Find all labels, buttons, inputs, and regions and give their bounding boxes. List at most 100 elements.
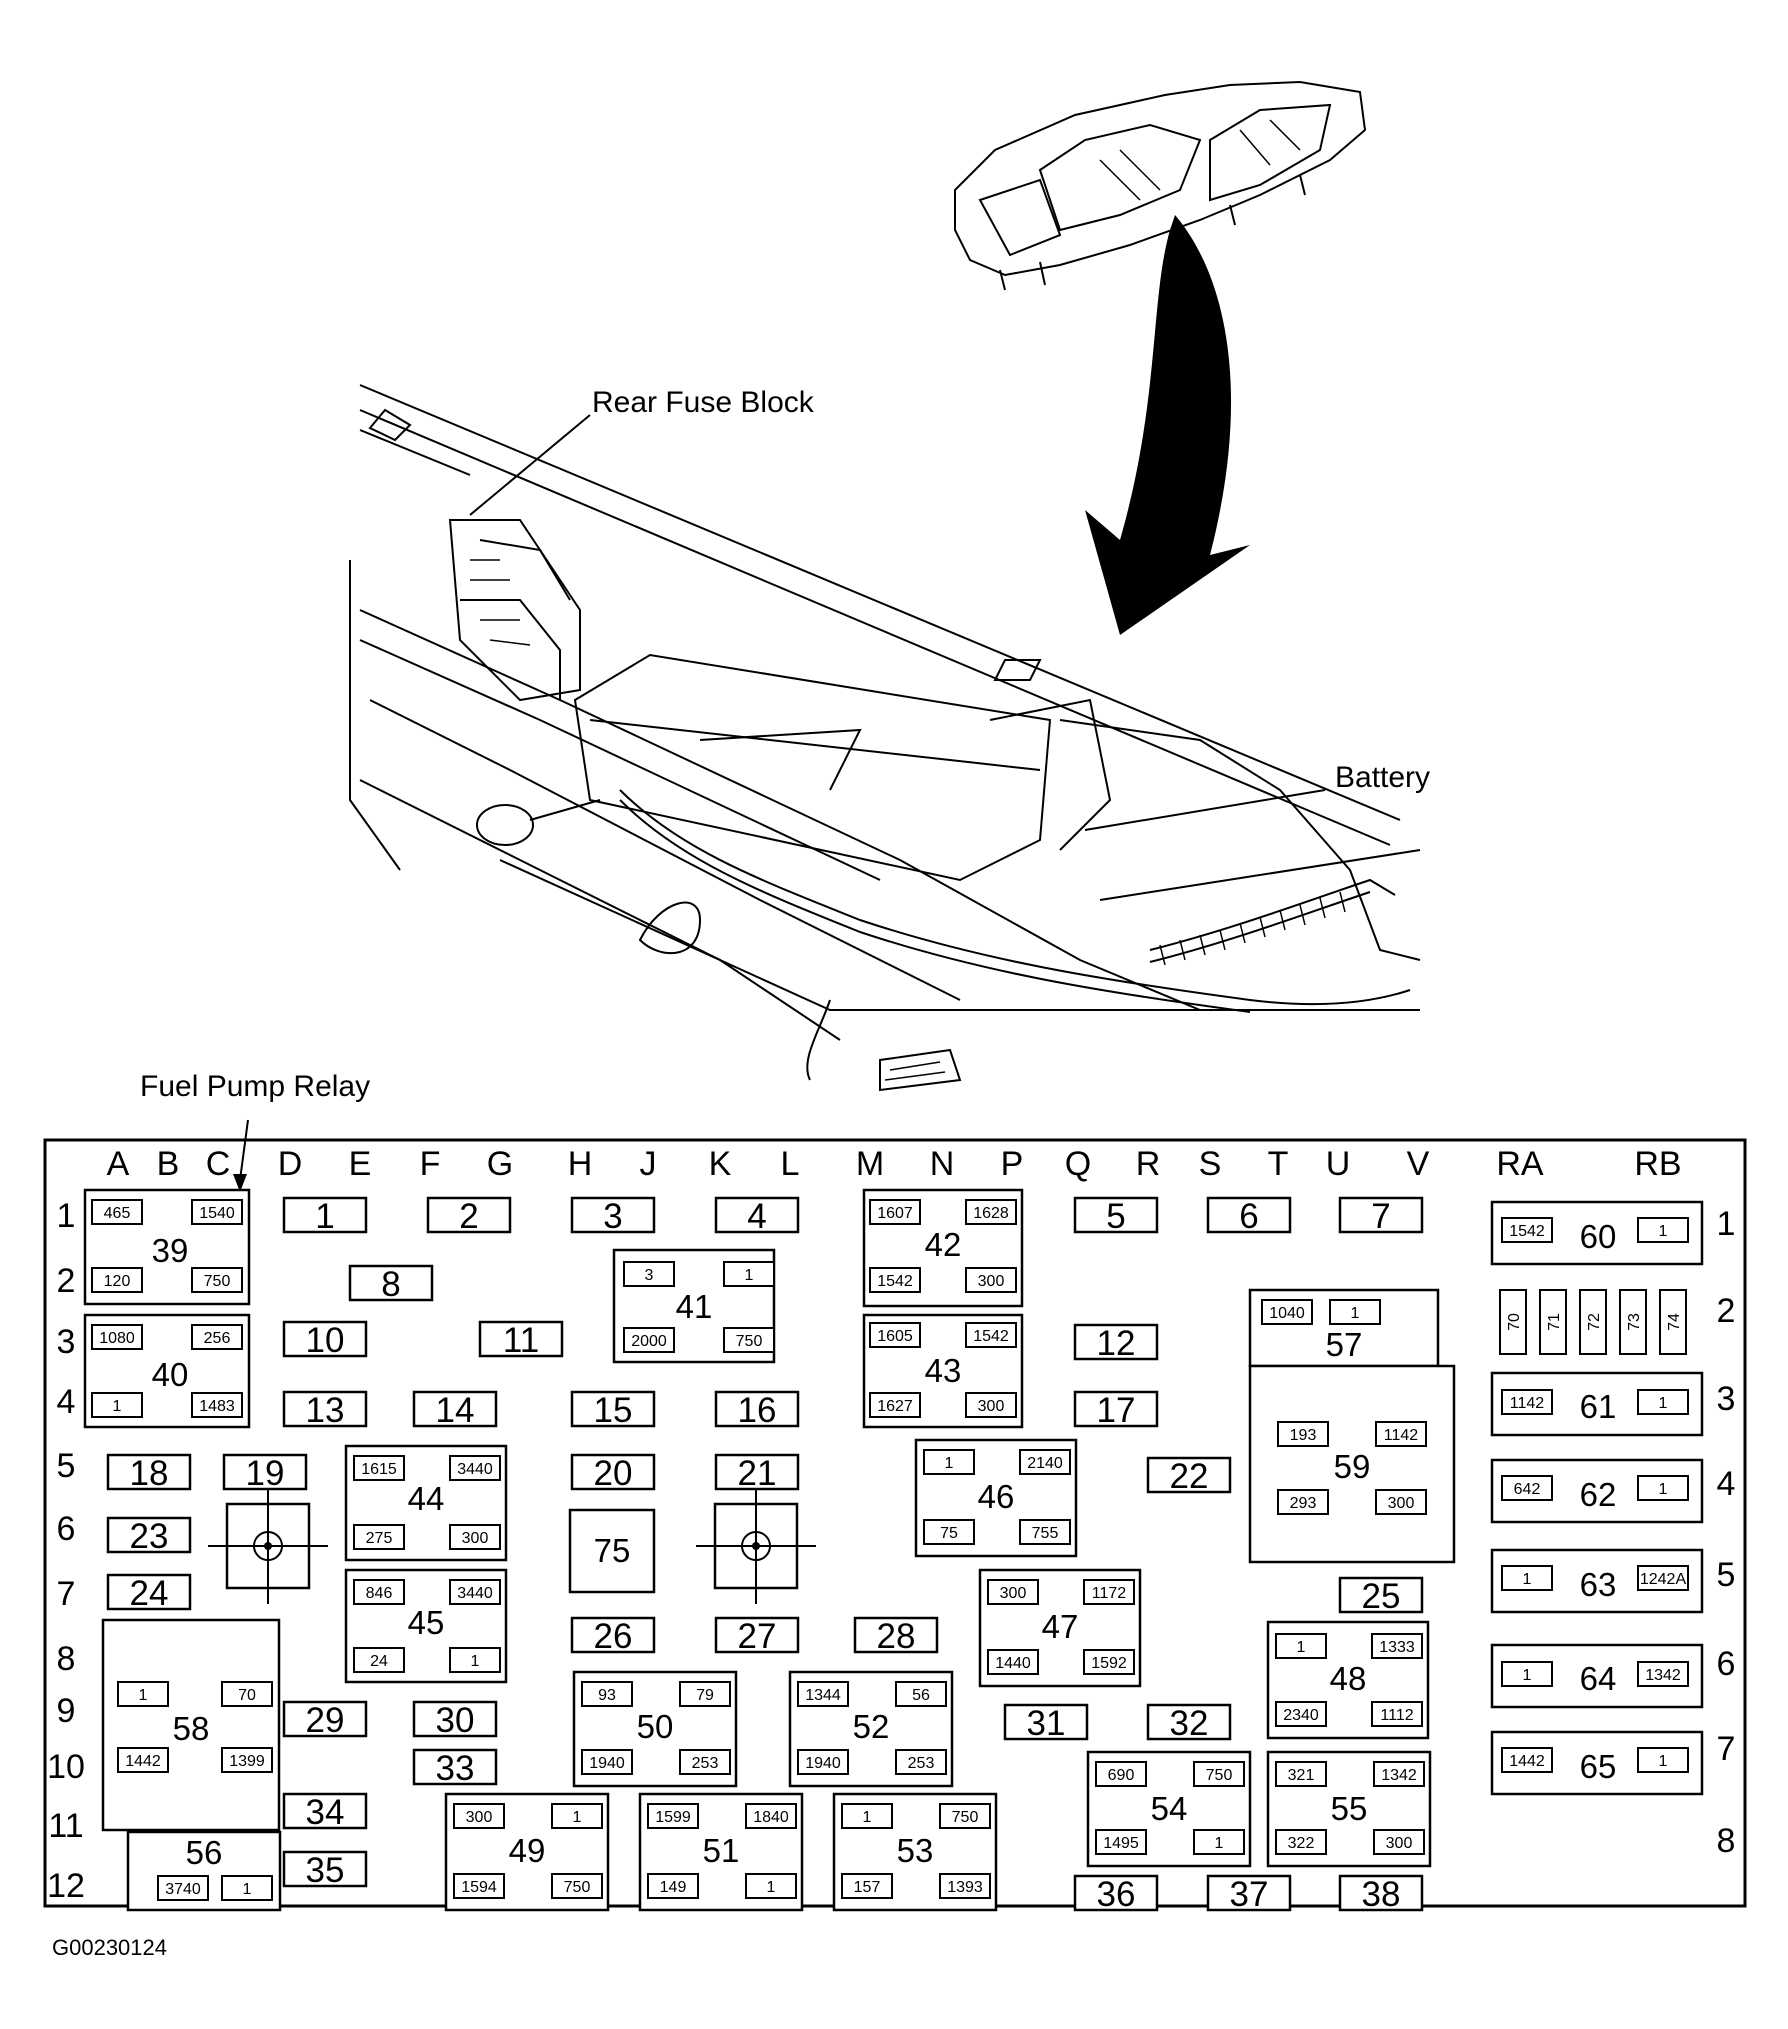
relay-62-terminal <box>1637 1475 1689 1501</box>
column-header-s: S <box>1199 1145 1222 1183</box>
mini-fuse-74 <box>1659 1289 1687 1355</box>
relay-46-terminal <box>1019 1519 1071 1545</box>
fuse-30 <box>412 1700 498 1738</box>
fuse-19-label: 19 <box>246 1454 285 1493</box>
relay-58 <box>101 1618 281 1832</box>
relay-51-terminal-code: 149 <box>660 1879 687 1896</box>
relay-44-terminal-code: 275 <box>366 1530 393 1547</box>
relay-60-terminal-code: 1542 <box>1509 1223 1545 1240</box>
fuse-12-label: 12 <box>1097 1324 1136 1363</box>
relay-54-terminal-code: 1495 <box>1103 1835 1139 1852</box>
relay-49-label: 49 <box>509 1832 546 1869</box>
relay-48-terminal <box>1275 1701 1327 1727</box>
relay-55-terminal <box>1275 1761 1327 1787</box>
fuse-21-label: 21 <box>738 1454 777 1493</box>
relay-41-terminal-code: 1 <box>745 1267 754 1284</box>
fuse-8 <box>348 1264 434 1302</box>
relay-62-terminal-code: 1 <box>1659 1481 1668 1498</box>
relay-50-terminal-code: 93 <box>598 1687 616 1704</box>
relay-53-terminal <box>939 1873 991 1899</box>
row-label-right-8: 8 <box>1717 1822 1736 1860</box>
column-header-n: N <box>930 1145 955 1183</box>
column-header-b: B <box>157 1145 180 1183</box>
fuse-10-label: 10 <box>306 1321 345 1360</box>
relay-56-terminal-code: 3740 <box>165 1881 201 1898</box>
relay-48-terminal <box>1371 1701 1423 1727</box>
relay-44-terminal <box>449 1455 501 1481</box>
relay-58-terminal <box>221 1747 273 1773</box>
bolt-icon <box>741 1531 771 1561</box>
relay-41-terminal-code: 750 <box>736 1333 763 1350</box>
relay-59-terminal-code: 1142 <box>1384 1427 1419 1444</box>
fuse-4-label: 4 <box>747 1197 766 1236</box>
relay-53-terminal <box>841 1873 893 1899</box>
relay-45-terminal-code: 846 <box>366 1585 393 1602</box>
relay-50-terminal <box>581 1681 633 1707</box>
relay-39-terminal <box>91 1199 143 1225</box>
fuse-4 <box>714 1196 800 1234</box>
relay-61-terminal-code: 1142 <box>1510 1395 1545 1412</box>
fuse-22-label: 22 <box>1170 1457 1209 1496</box>
relay-41-terminal-code: 3 <box>645 1267 654 1284</box>
trunk-illustration <box>349 384 1421 1092</box>
fuse-15-label: 15 <box>594 1391 633 1430</box>
fuse-29 <box>282 1700 368 1738</box>
fuse-28 <box>853 1616 939 1654</box>
fuse-32 <box>1146 1703 1232 1741</box>
relay-55-terminal-code: 321 <box>1288 1767 1315 1784</box>
row-label-left-12: 12 <box>47 1867 85 1905</box>
relay-64-terminal <box>1637 1661 1689 1687</box>
relay-61-label: 61 <box>1580 1388 1617 1425</box>
fuse-8-label: 8 <box>381 1265 400 1304</box>
relay-63-terminal-code: 1 <box>1523 1571 1532 1588</box>
row-label-right-3: 3 <box>1717 1380 1736 1418</box>
diode-block-75 <box>568 1508 656 1594</box>
relay-40-terminal <box>191 1392 243 1418</box>
relay-52-terminal-code: 56 <box>912 1687 930 1704</box>
relay-45-terminal <box>449 1647 501 1673</box>
relay-52-label: 52 <box>853 1708 890 1745</box>
relay-50-label: 50 <box>637 1708 674 1745</box>
column-header-v: V <box>1407 1145 1430 1183</box>
relay-64-terminal-code: 1342 <box>1645 1667 1681 1684</box>
relay-47-terminal <box>987 1579 1039 1605</box>
relay-59-terminal <box>1375 1489 1427 1515</box>
relay-39-terminal-code: 750 <box>204 1273 231 1290</box>
mini-fuse-73-label: 73 <box>1626 1313 1643 1331</box>
relay-52-terminal-code: 1940 <box>805 1755 841 1772</box>
relay-47-terminal <box>1083 1649 1135 1675</box>
mini-fuse-74-label: 74 <box>1666 1313 1683 1331</box>
relay-64-label: 64 <box>1580 1660 1617 1697</box>
relay-40-terminal <box>91 1324 143 1350</box>
fuse-7 <box>1338 1196 1424 1234</box>
fuse-19 <box>222 1453 308 1491</box>
relay-42-label: 42 <box>925 1226 962 1263</box>
relay-46-terminal <box>923 1449 975 1475</box>
relay-45-terminal-code: 1 <box>471 1653 480 1670</box>
fuel-pump-relay-label: Fuel Pump Relay <box>140 1070 370 1103</box>
fuse-17 <box>1073 1390 1159 1428</box>
relay-61-terminal <box>1637 1389 1689 1415</box>
relay-43-terminal <box>869 1392 921 1418</box>
relay-56-terminal-code: 1 <box>243 1881 252 1898</box>
relay-47-terminal-code: 1172 <box>1092 1585 1127 1602</box>
relay-63-label: 63 <box>1580 1566 1617 1603</box>
relay-47-terminal-code: 1440 <box>995 1655 1031 1672</box>
relay-53-terminal-code: 157 <box>854 1879 881 1896</box>
relay-62-terminal <box>1501 1475 1553 1501</box>
relay-65-label: 65 <box>1580 1748 1617 1785</box>
relay-58-terminal-code: 1442 <box>125 1753 161 1770</box>
fuse-3 <box>570 1196 656 1234</box>
relay-49-terminal-code: 750 <box>564 1879 591 1896</box>
battery-leader <box>1084 789 1326 831</box>
relay-59-terminal <box>1277 1421 1329 1447</box>
relay-47-terminal-code: 1592 <box>1091 1655 1127 1672</box>
fuse-24 <box>106 1573 192 1611</box>
relay-52-terminal <box>895 1749 947 1775</box>
fuse-25 <box>1338 1576 1424 1614</box>
fuse-6-label: 6 <box>1239 1197 1258 1236</box>
relay-53-terminal <box>939 1803 991 1829</box>
column-header-u: U <box>1326 1145 1351 1183</box>
relay-58-terminal <box>117 1747 169 1773</box>
